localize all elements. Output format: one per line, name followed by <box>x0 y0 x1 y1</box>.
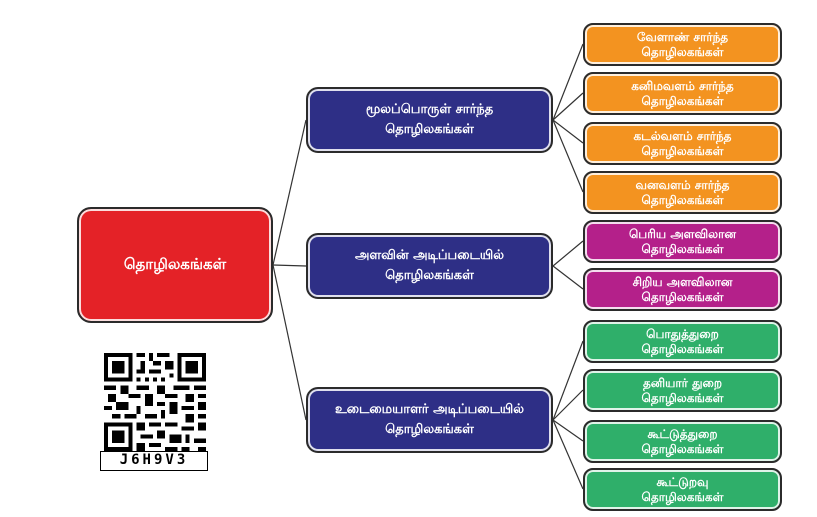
leaf-label-line2: தொழிலகங்கள் <box>641 192 724 207</box>
leaf-label-line2: தொழிலகங்கள் <box>641 289 724 304</box>
connector-root-cat3 <box>272 264 307 421</box>
leaf-label-line2: தொழிலகங்கள் <box>641 93 724 108</box>
connector-cat1-leaf4 <box>552 119 584 193</box>
leaf-node-agro: வேளாண் சார்ந்த தொழிலகங்கள் <box>583 23 782 66</box>
leaf-node-small-scale: சிறிய அளவிலான தொழிலகங்கள் <box>583 268 782 311</box>
leaf-label-line1: வேளாண் சார்ந்த <box>636 29 729 44</box>
root-label: தொழிலகங்கள் <box>123 255 227 273</box>
leaf-node-mineral: கனிமவளம் சார்ந்த தொழிலகங்கள் <box>583 72 782 115</box>
category-node-ownership: உடைமையாளர் அடிப்படையில் தொழிலகங்கள் <box>306 387 553 453</box>
connector-cat2-leaf2 <box>552 265 584 290</box>
leaf-node-large-scale: பெரிய அளவிலான தொழிலகங்கள் <box>583 220 782 263</box>
leaf-label-line2: தொழிலகங்கள் <box>641 44 724 59</box>
leaf-node-public-sector: பொதுத்துறை தொழிலகங்கள் <box>583 320 782 363</box>
leaf-label-line1: கடல்வளம் சார்ந்த <box>633 128 732 143</box>
leaf-node-marine: கடல்வளம் சார்ந்த தொழிலகங்கள் <box>583 122 782 165</box>
category-node-size: அளவின் அடிப்படையில் தொழிலகங்கள் <box>306 233 553 299</box>
root-node: தொழிலகங்கள் <box>77 207 273 323</box>
connector-root-cat1 <box>272 119 307 266</box>
leaf-node-cooperative: கூட்டுறவு தொழிலகங்கள் <box>583 468 782 511</box>
leaf-label-line2: தொழிலகங்கள் <box>641 241 724 256</box>
leaf-label-line2: தொழிலகங்கள் <box>641 341 724 356</box>
leaf-node-forest: வனவளம் சார்ந்த தொழிலகங்கள் <box>583 171 782 214</box>
leaf-label-line2: தொழிலகங்கள் <box>641 489 724 504</box>
leaf-label-line1: வனவளம் சார்ந்த <box>635 177 730 192</box>
category-node-raw-material: மூலப்பொருள் சார்ந்த தொழிலகங்கள் <box>306 87 553 153</box>
leaf-label-line2: தொழிலகங்கள் <box>641 441 724 456</box>
leaf-label-line2: தொழிலகங்கள் <box>641 143 724 158</box>
connector-cat1-leaf3 <box>552 119 584 144</box>
category-label-line1: உடைமையாளர் அடிப்படையில் <box>334 402 525 417</box>
leaf-label-line1: கனிமவளம் சார்ந்த <box>631 78 734 93</box>
connector-cat3-leaf3 <box>552 419 584 442</box>
leaf-node-joint-sector: கூட்டுத்துறை தொழிலகங்கள் <box>583 420 782 463</box>
connector-cat3-leaf2 <box>552 389 584 421</box>
connector-cat1-leaf1 <box>552 43 584 121</box>
category-label-line1: மூலப்பொருள் சார்ந்த <box>365 102 494 117</box>
connector-cat3-leaf4 <box>552 419 584 490</box>
connector-root-cat2 <box>272 264 307 267</box>
leaf-label-line1: பெரிய அளவிலான <box>628 226 737 241</box>
leaf-label-line2: தொழிலகங்கள் <box>641 390 724 405</box>
category-label-line1: அளவின் அடிப்படையில் <box>354 248 505 263</box>
leaf-label-line1: பொதுத்துறை <box>646 326 719 341</box>
category-label-line2: தொழிலகங்கள் <box>385 268 474 283</box>
category-label-line2: தொழிலகங்கள் <box>385 122 474 137</box>
qr-code-block: J6H9V3 <box>98 349 212 474</box>
qr-code-label: J6H9V3 <box>100 451 208 471</box>
leaf-label-line1: கூட்டுறவு <box>656 474 709 489</box>
category-label-line2: தொழிலகங்கள் <box>385 422 474 437</box>
leaf-label-line1: தனியார் துறை <box>642 375 723 390</box>
leaf-node-private-sector: தனியார் துறை தொழிலகங்கள் <box>583 369 782 412</box>
leaf-label-line1: கூட்டுத்துறை <box>647 426 718 441</box>
leaf-label-line1: சிறிய அளவிலான <box>632 274 733 289</box>
connector-cat3-leaf1 <box>552 340 584 421</box>
qr-code-icon <box>104 353 206 451</box>
connector-cat2-leaf1 <box>552 240 584 267</box>
connector-cat1-leaf2 <box>552 92 584 121</box>
